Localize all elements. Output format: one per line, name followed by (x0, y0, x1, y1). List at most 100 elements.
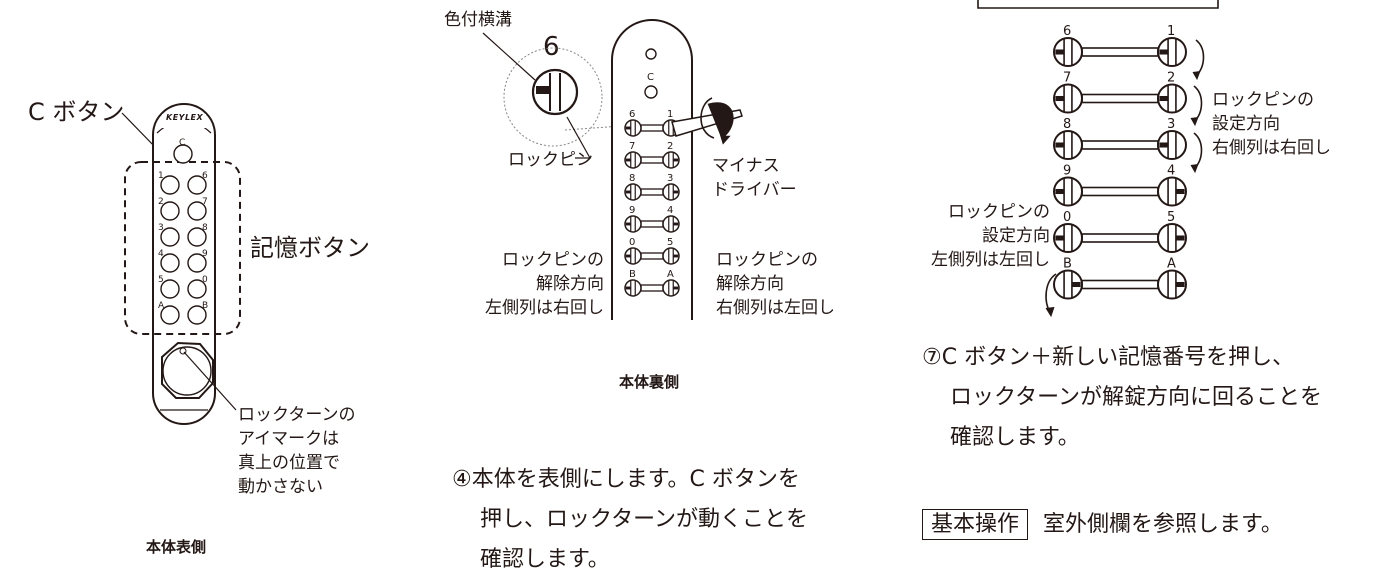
pin-number: A (1167, 257, 1176, 272)
key-number: 2 (158, 197, 164, 207)
lock-pin (662, 215, 680, 233)
key-number: A (158, 301, 165, 311)
pin-link (640, 284, 664, 292)
back-right-note: ロックピンの 解除方向 右側列は左回し (716, 250, 835, 318)
lock-pin (624, 151, 642, 169)
key-number: 6 (202, 171, 208, 181)
pin-link (1081, 279, 1159, 290)
memory-button (160, 227, 180, 247)
pin-link (1081, 140, 1159, 150)
setting-right-note: ロックピンの 設定方向 右側列は右回し (1212, 90, 1331, 158)
c-key-number: C (179, 138, 185, 148)
basic-operation-box: 基本操作 (922, 509, 1029, 540)
memory-button (187, 201, 207, 221)
pin-number: 0 (629, 237, 635, 248)
memory-button-label: 記憶ボタン (250, 234, 370, 262)
step-4: ④本体を表側にします。C ボタンを 押し、ロックターンが動くことを 確認します。 (452, 467, 809, 572)
pin-number: 1 (1167, 24, 1175, 39)
lock-pin (1053, 83, 1083, 114)
key-number: 4 (158, 249, 164, 259)
memory-button (187, 305, 207, 325)
pin-link (640, 124, 664, 132)
pin-number: 3 (667, 173, 673, 184)
pin-number: B (1063, 257, 1072, 272)
driver-label: マイナス ドライバー (712, 156, 797, 200)
key-number: 9 (202, 249, 208, 259)
pin-number: 4 (1167, 164, 1175, 179)
pin-number: 9 (629, 205, 635, 216)
pin-link (1081, 93, 1159, 104)
key-number: 3 (158, 223, 164, 233)
pin-number: 8 (629, 173, 635, 184)
pin-number: 7 (629, 141, 635, 152)
key-number: 5 (158, 275, 164, 285)
pin-number: 7 (1063, 71, 1071, 86)
pin-number: 5 (1167, 210, 1175, 225)
reference-text: 室外側欄を参照します。 (1043, 512, 1283, 537)
pin-link (640, 220, 664, 228)
lock-pin (624, 215, 642, 233)
pin-number: 2 (1167, 71, 1175, 86)
front-caption: 本体表側 (146, 538, 207, 556)
memory-button (187, 175, 207, 195)
pin-number: 8 (1063, 117, 1071, 132)
lock-pin (1053, 176, 1083, 207)
lock-pin (1053, 130, 1083, 160)
memory-button (187, 227, 207, 247)
lock-pin (1053, 269, 1083, 300)
lock-pin (1053, 223, 1083, 253)
lock-pin (662, 151, 680, 169)
memory-button (160, 279, 180, 299)
back-caption: 本体裏側 (619, 373, 680, 391)
step-7: ⑦C ボタン＋新しい記憶番号を押し、 ロックターンが解錠方向に回ることを 確認し… (922, 345, 1323, 450)
pin-number: B (629, 269, 636, 280)
pin-number: 5 (667, 237, 673, 248)
lock-pin (1157, 269, 1187, 300)
pin-link (1081, 233, 1159, 243)
memory-button (160, 305, 180, 325)
lock-pin (662, 183, 680, 201)
pin-number: 1 (667, 109, 673, 120)
key-number: 0 (202, 275, 208, 285)
brand-mark: KEYLEX (166, 113, 204, 122)
memory-button (160, 253, 180, 273)
lock-pin (1157, 176, 1187, 207)
reference-line: 基本操作 室外側欄を参照します。 (922, 506, 1283, 540)
key-number: 1 (158, 171, 164, 181)
lock-pin (624, 247, 642, 265)
lock-pin (624, 119, 642, 137)
groove-label: 色付横溝 (444, 10, 512, 30)
setting-left-note: ロックピンの 設定方向 左側列は左回し (931, 202, 1050, 270)
lock-pin (1157, 37, 1187, 67)
pin-link (1081, 186, 1159, 197)
c-button-label: C ボタン (28, 98, 125, 126)
back-c-key: C (647, 72, 654, 83)
pin-link (1081, 47, 1159, 57)
pin-link (640, 156, 664, 164)
memory-button (187, 253, 207, 273)
back-left-note: ロックピンの 解除方向 左側列は右回し (485, 250, 604, 318)
lock-pin (1157, 83, 1187, 114)
c-button-front (173, 144, 193, 164)
pin-number: 6 (1063, 24, 1071, 39)
key-number: 8 (202, 223, 208, 233)
pin-number: 2 (667, 141, 673, 152)
lock-pin (662, 247, 680, 265)
lock-pin (1053, 37, 1083, 67)
memory-button (160, 201, 180, 221)
key-number: B (202, 301, 208, 311)
pin-number: 9 (1063, 164, 1071, 179)
lock-turn-note: ロックターンの アイマークは 真上の位置で 動かさない (238, 405, 356, 497)
lock-pin (624, 183, 642, 201)
pin-number: 6 (629, 109, 635, 120)
lock-pin (662, 279, 680, 297)
pin-link (640, 188, 664, 196)
memory-button (187, 279, 207, 299)
lock-pin (1157, 130, 1187, 160)
